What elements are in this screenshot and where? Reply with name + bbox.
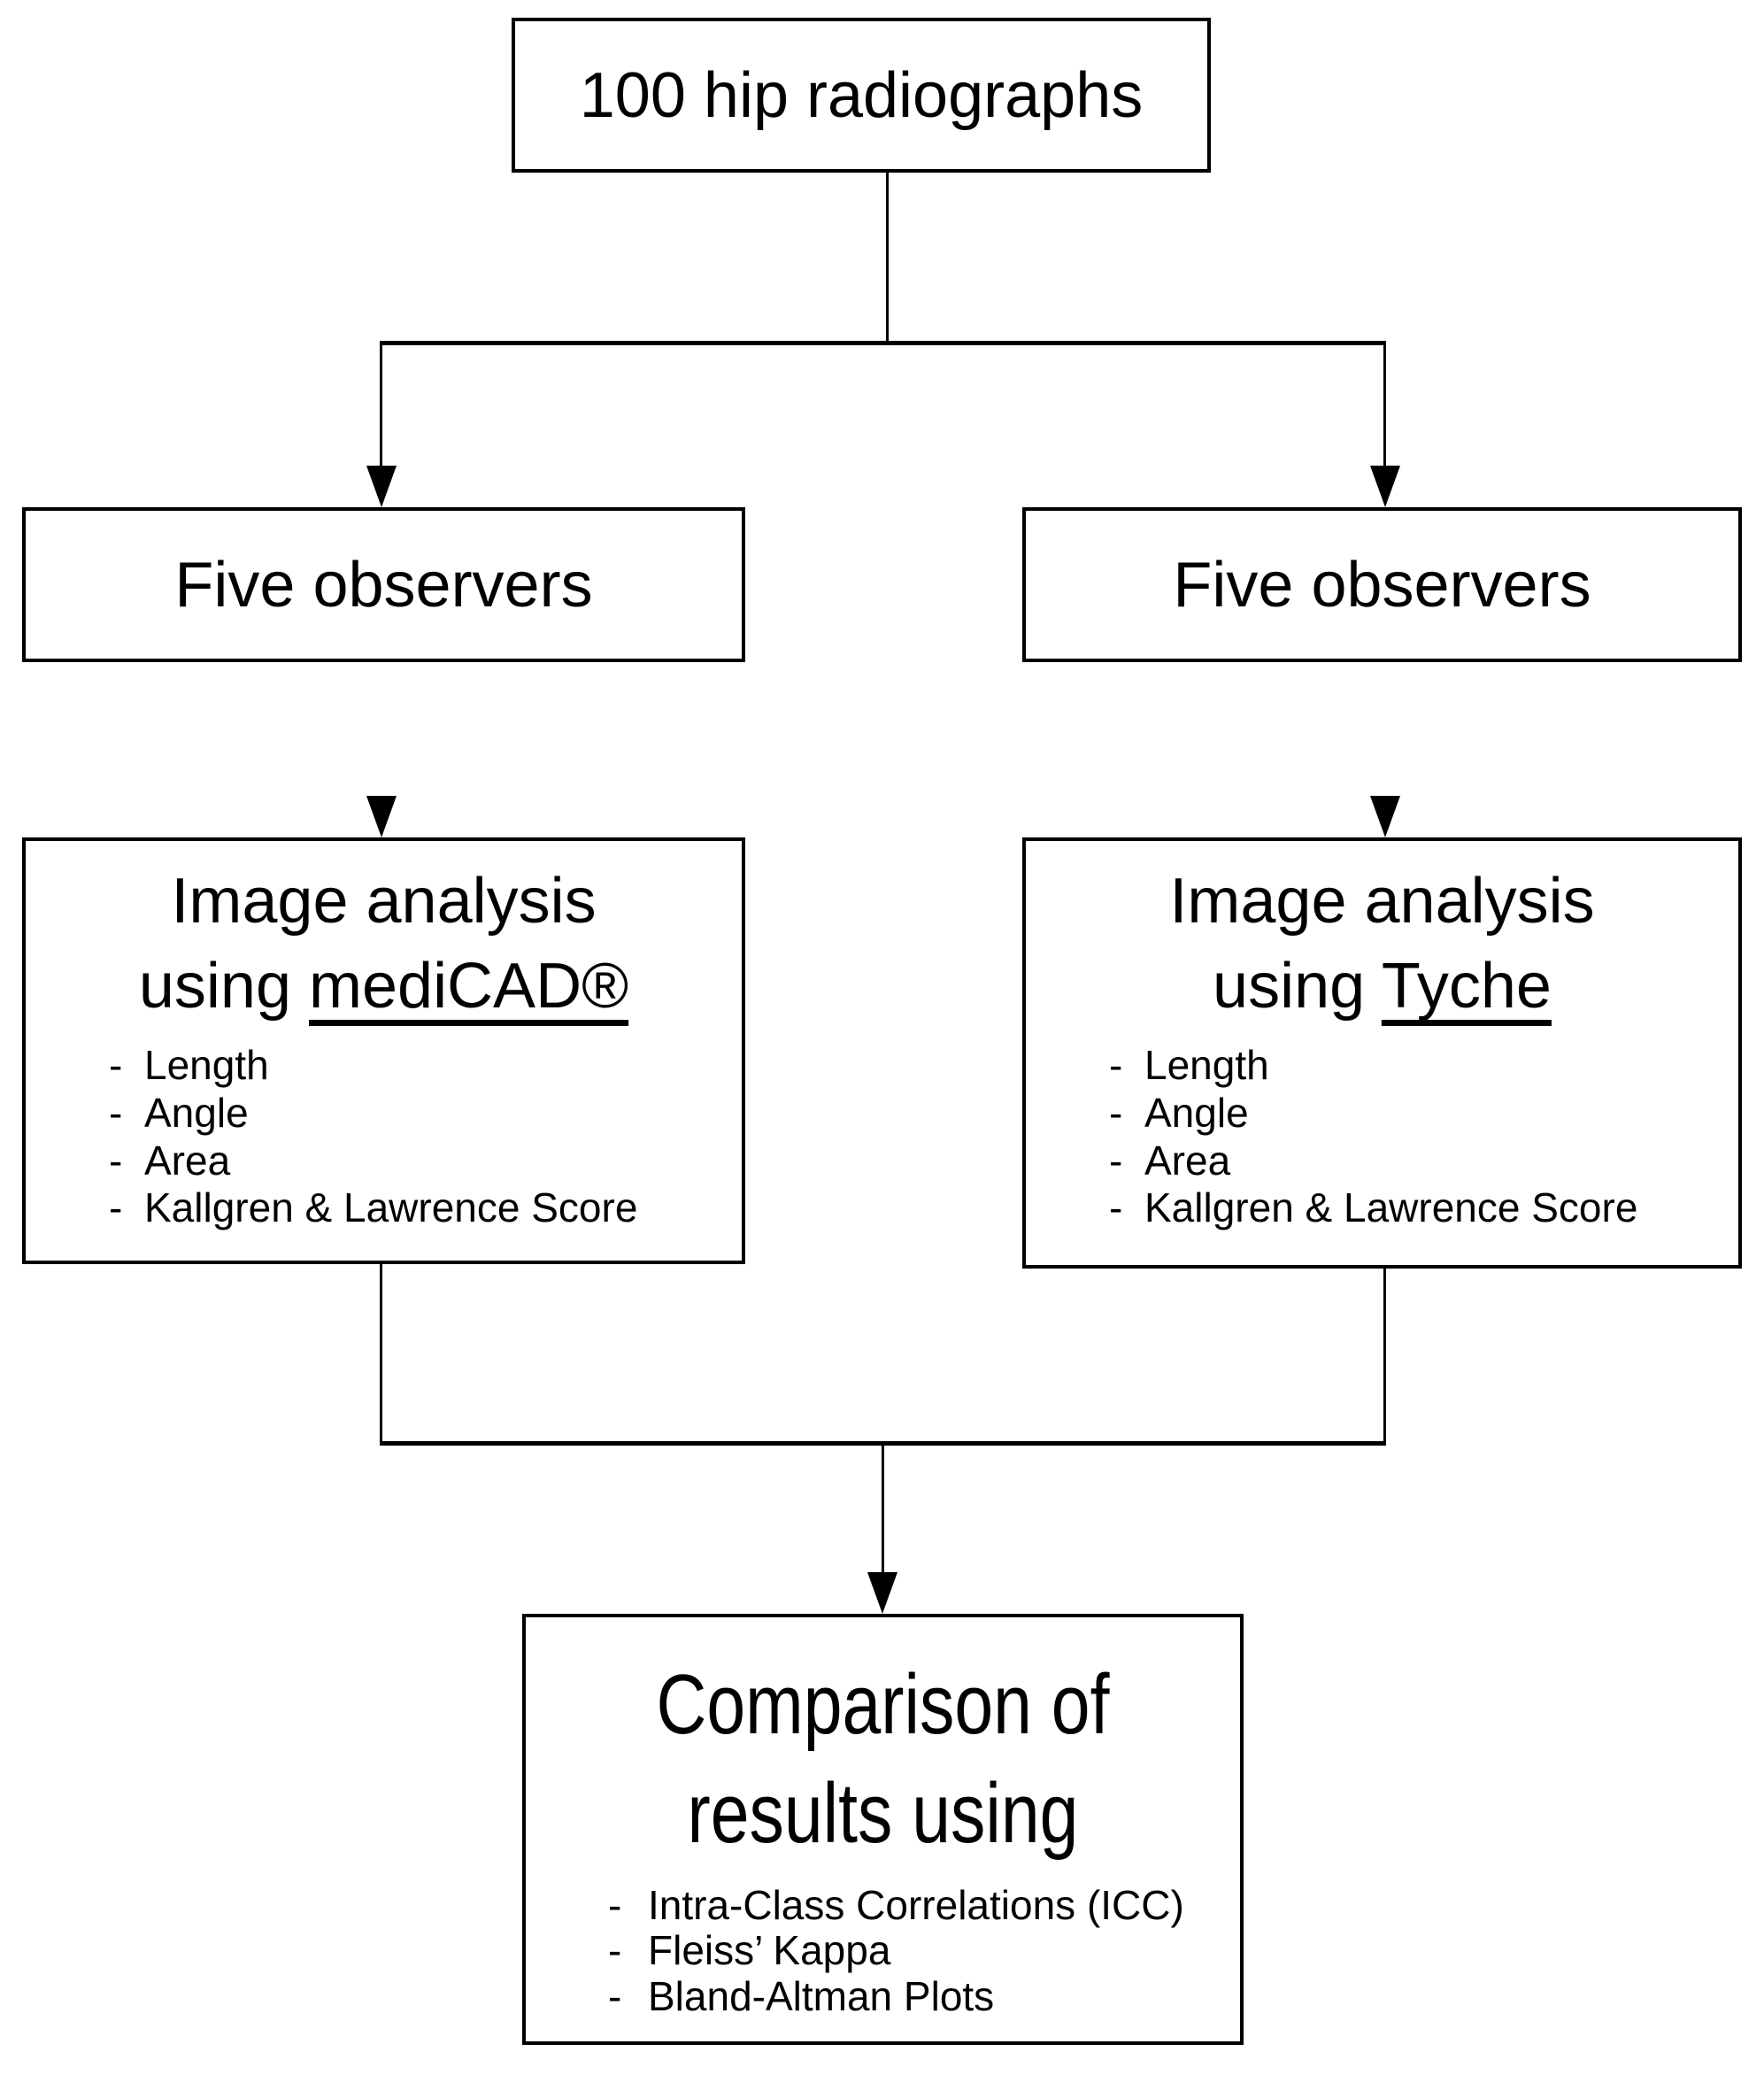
analysis-tyche-title-prefix: using: [1213, 951, 1366, 1022]
medicad-underlined-label: mediCAD®: [309, 951, 629, 1022]
hip-radiographs-label: 100 hip radiographs: [579, 59, 1144, 131]
method-list: - Intra-Class Correlations (ICC) - Fleis…: [608, 1881, 1184, 2020]
measurement-item-label: Kallgren & Lawrence Score: [144, 1184, 638, 1231]
arrowhead-down-icon: [1370, 466, 1400, 507]
analysis-medicad-title-prefix: using: [138, 951, 291, 1022]
observers-right-label: Five observers: [1173, 549, 1591, 621]
box-observers-left: Five observers: [22, 507, 745, 662]
bullet-dash: -: [608, 1881, 622, 1928]
arrowhead-down-icon: [1370, 796, 1400, 837]
analysis-tyche-title-line1: Image analysis: [1169, 866, 1595, 937]
comparison-title: Comparison of results using: [590, 1651, 1176, 1869]
arrowhead-down-icon: [867, 1572, 897, 1614]
arrowhead-down-icon: [366, 796, 397, 837]
measurement-item: - Area: [109, 1138, 637, 1185]
connector-final-vertical: [882, 1445, 884, 1574]
analysis-medicad-title: Image analysis using mediCAD®: [26, 859, 742, 1030]
measurement-item-label: Length: [144, 1041, 269, 1088]
bullet-dash: -: [1109, 1041, 1123, 1088]
box-hip-radiographs: 100 hip radiographs: [512, 18, 1211, 173]
bullet-dash: -: [109, 1137, 123, 1184]
method-item-label: Intra-Class Correlations (ICC): [648, 1881, 1184, 1928]
measurement-item: - Kallgren & Lawrence Score: [1109, 1184, 1637, 1232]
bullet-dash: -: [1109, 1089, 1123, 1136]
connector-split-left-vertical: [380, 343, 382, 468]
measurement-item-label: Angle: [144, 1089, 249, 1136]
measurement-item: - Angle: [109, 1090, 637, 1138]
comparison-title-line1: Comparison of: [656, 1657, 1110, 1752]
connector-top-vertical: [886, 173, 889, 343]
tyche-underlined-label: Tyche: [1381, 951, 1552, 1022]
observers-left-label: Five observers: [174, 549, 593, 621]
measurement-item: - Angle: [1109, 1090, 1637, 1138]
measurement-item-label: Area: [144, 1137, 231, 1184]
measurement-item: - Length: [109, 1042, 637, 1090]
bullet-dash: -: [1109, 1184, 1123, 1231]
connector-split-right-vertical: [1383, 343, 1386, 468]
box-observers-right: Five observers: [1022, 507, 1742, 662]
measurement-item-label: Area: [1144, 1137, 1231, 1184]
box-analysis-tyche: Image analysis using Tyche - Length - An…: [1022, 837, 1742, 1269]
measurement-list-tyche: - Length - Angle - Area - Kallgren & Law…: [1109, 1042, 1637, 1232]
measurement-list-medicad: - Length - Angle - Area - Kallgren & Law…: [109, 1042, 637, 1232]
method-item-label: Fleiss’ Kappa: [648, 1927, 891, 1974]
bullet-dash: -: [109, 1041, 123, 1088]
connector-merge-left-vertical: [380, 1261, 382, 1445]
measurement-item: - Kallgren & Lawrence Score: [109, 1184, 637, 1232]
measurement-item: - Area: [1109, 1138, 1637, 1185]
connector-split-horizontal: [380, 341, 1386, 345]
comparison-title-line2: results using: [687, 1765, 1079, 1861]
method-item: - Intra-Class Correlations (ICC): [608, 1881, 1184, 1929]
bullet-dash: -: [109, 1089, 123, 1136]
method-item-label: Bland-Altman Plots: [648, 1972, 995, 2019]
measurement-item: - Length: [1109, 1042, 1637, 1090]
measurement-item-label: Kallgren & Lawrence Score: [1144, 1184, 1638, 1231]
bullet-dash: -: [608, 1927, 622, 1974]
connector-merge-right-vertical: [1383, 1265, 1386, 1445]
connector-merge-horizontal: [380, 1441, 1386, 1446]
box-analysis-medicad: Image analysis using mediCAD® - Length -…: [22, 837, 745, 1264]
bullet-dash: -: [109, 1184, 123, 1231]
arrowhead-down-icon: [366, 466, 397, 507]
box-comparison: Comparison of results using - Intra-Clas…: [522, 1614, 1244, 2045]
analysis-medicad-title-line1: Image analysis: [171, 866, 597, 937]
method-item: - Fleiss’ Kappa: [608, 1928, 1184, 1974]
bullet-dash: -: [1109, 1137, 1123, 1184]
measurement-item-label: Length: [1144, 1041, 1269, 1088]
method-item: - Bland-Altman Plots: [608, 1972, 1184, 2020]
measurement-item-label: Angle: [1144, 1089, 1249, 1136]
bullet-dash: -: [608, 1972, 622, 2019]
analysis-tyche-title: Image analysis using Tyche: [1026, 859, 1738, 1030]
